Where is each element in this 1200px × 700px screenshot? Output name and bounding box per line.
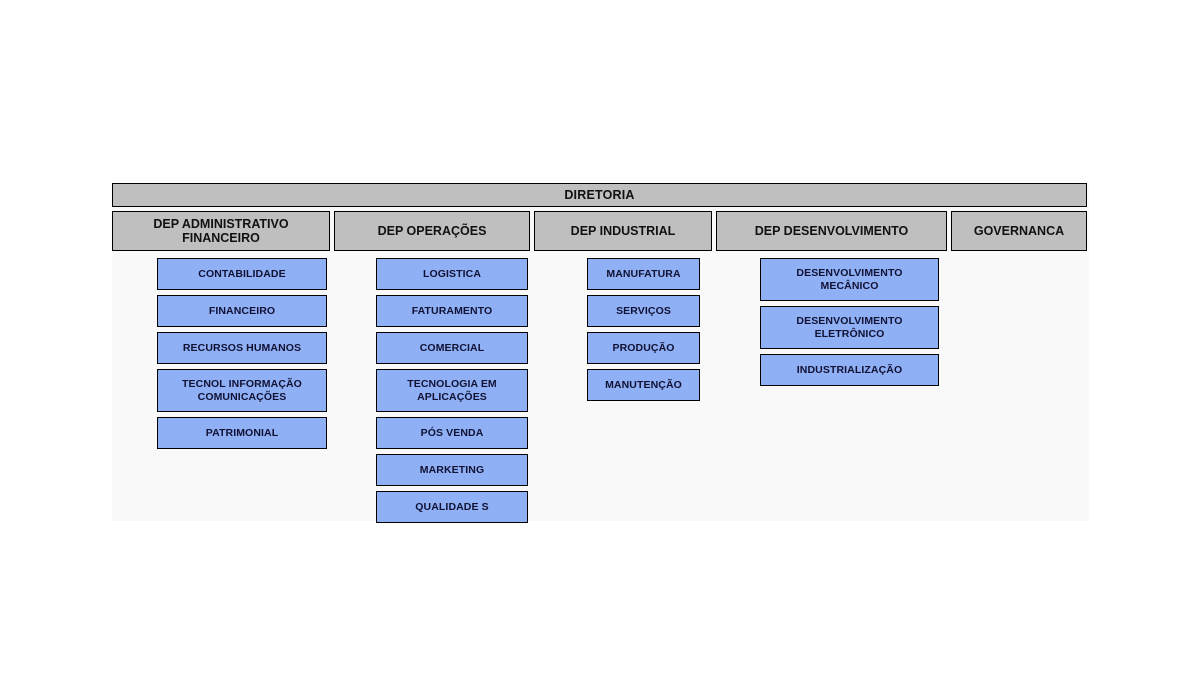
unit-contabilidade[interactable]: CONTABILIDADE (157, 258, 327, 290)
department-dep-industrial[interactable]: DEP INDUSTRIAL (534, 211, 712, 251)
department-dep-operacoes[interactable]: DEP OPERAÇÕES (334, 211, 530, 251)
unit-servicos[interactable]: SERVIÇOS (587, 295, 700, 327)
unit-tecnol-informacao-comunicacoes[interactable]: TECNOL INFORMAÇÃO COMUNICAÇÕES (157, 369, 327, 412)
unit-label-line2: MECÂNICO (820, 279, 879, 292)
unit-label-line1: MANUFATURA (606, 267, 681, 280)
unit-label-line1: MANUTENÇÃO (605, 378, 682, 391)
unit-label-line1: MARKETING (419, 463, 485, 476)
unit-label-line1: TECNOLOGIA EM (407, 378, 497, 391)
org-chart: DIRETORIA DEP ADMINISTRATIVO FINANCEIRO … (112, 183, 1089, 523)
unit-label-line1: DESENVOLVIMENTO (796, 315, 903, 328)
unit-column-industrial: MANUFATURA SERVIÇOS PRODUÇÃO MANUTENÇÃO (587, 258, 700, 406)
org-root-diretoria[interactable]: DIRETORIA (112, 183, 1087, 207)
unit-manufatura[interactable]: MANUFATURA (587, 258, 700, 290)
unit-label-line1: PÓS VENDA (420, 426, 484, 439)
unit-recursos-humanos[interactable]: RECURSOS HUMANOS (157, 332, 327, 364)
department-header-row: DEP ADMINISTRATIVO FINANCEIRO DEP OPERAÇ… (112, 211, 1087, 251)
unit-patrimonial[interactable]: PATRIMONIAL (157, 417, 327, 449)
department-label-line1: DEP OPERAÇÕES (377, 223, 487, 238)
unit-label-line1: COMERCIAL (419, 341, 485, 354)
unit-label-line1: PRODUÇÃO (612, 341, 675, 354)
org-root-label: DIRETORIA (564, 188, 635, 202)
unit-tecnologia-em-aplicacoes[interactable]: TECNOLOGIA EM APLICAÇÕES (376, 369, 528, 412)
unit-financeiro[interactable]: FINANCEIRO (157, 295, 327, 327)
unit-pos-venda[interactable]: PÓS VENDA (376, 417, 528, 449)
department-label-line1: DEP INDUSTRIAL (570, 223, 676, 238)
unit-label-line1: DESENVOLVIMENTO (796, 267, 903, 280)
unit-label-line1: FATURAMENTO (411, 304, 493, 317)
department-label-line1: DEP DESENVOLVIMENTO (754, 223, 909, 238)
unit-label-line2: COMUNICAÇÕES (197, 390, 287, 403)
unit-column-operacoes: LOGISTICA FATURAMENTO COMERCIAL TECNOLOG… (376, 258, 528, 528)
unit-column-desenvolvimento: DESENVOLVIMENTO MECÂNICO DESENVOLVIMENTO… (760, 258, 939, 391)
unit-desenvolvimento-eletronico[interactable]: DESENVOLVIMENTO ELETRÔNICO (760, 306, 939, 349)
unit-label-line1: FINANCEIRO (208, 304, 276, 317)
unit-label-line1: RECURSOS HUMANOS (182, 341, 302, 354)
department-label-line1: DEP ADMINISTRATIVO (153, 216, 289, 231)
unit-logistica[interactable]: LOGISTICA (376, 258, 528, 290)
department-label-line1: GOVERNANCA (973, 223, 1065, 238)
unit-label-line1: TECNOL INFORMAÇÃO (182, 378, 302, 391)
unit-label-line2: ELETRÔNICO (814, 327, 885, 340)
unit-producao[interactable]: PRODUÇÃO (587, 332, 700, 364)
unit-desenvolvimento-mecanico[interactable]: DESENVOLVIMENTO MECÂNICO (760, 258, 939, 301)
unit-column-administrativo-financeiro: CONTABILIDADE FINANCEIRO RECURSOS HUMANO… (157, 258, 327, 454)
unit-label-line1: CONTABILIDADE (198, 267, 286, 280)
unit-label-line1: SERVIÇOS (616, 304, 671, 317)
unit-qualidade-s[interactable]: QUALIDADE S (376, 491, 528, 523)
unit-manutencao[interactable]: MANUTENÇÃO (587, 369, 700, 401)
department-dep-administrativo-financeiro[interactable]: DEP ADMINISTRATIVO FINANCEIRO (112, 211, 330, 251)
unit-label-line1: INDUSTRIALIZAÇÃO (796, 363, 903, 376)
department-governanca[interactable]: GOVERNANCA (951, 211, 1087, 251)
unit-industrializacao[interactable]: INDUSTRIALIZAÇÃO (760, 354, 939, 386)
unit-marketing[interactable]: MARKETING (376, 454, 528, 486)
department-dep-desenvolvimento[interactable]: DEP DESENVOLVIMENTO (716, 211, 947, 251)
unit-label-line2: APLICAÇÕES (417, 390, 487, 403)
unit-comercial[interactable]: COMERCIAL (376, 332, 528, 364)
unit-label-line1: PATRIMONIAL (205, 426, 279, 439)
department-label-line2: FINANCEIRO (182, 231, 260, 245)
unit-faturamento[interactable]: FATURAMENTO (376, 295, 528, 327)
unit-label-line1: QUALIDADE S (415, 500, 489, 513)
unit-label-line1: LOGISTICA (422, 267, 482, 280)
